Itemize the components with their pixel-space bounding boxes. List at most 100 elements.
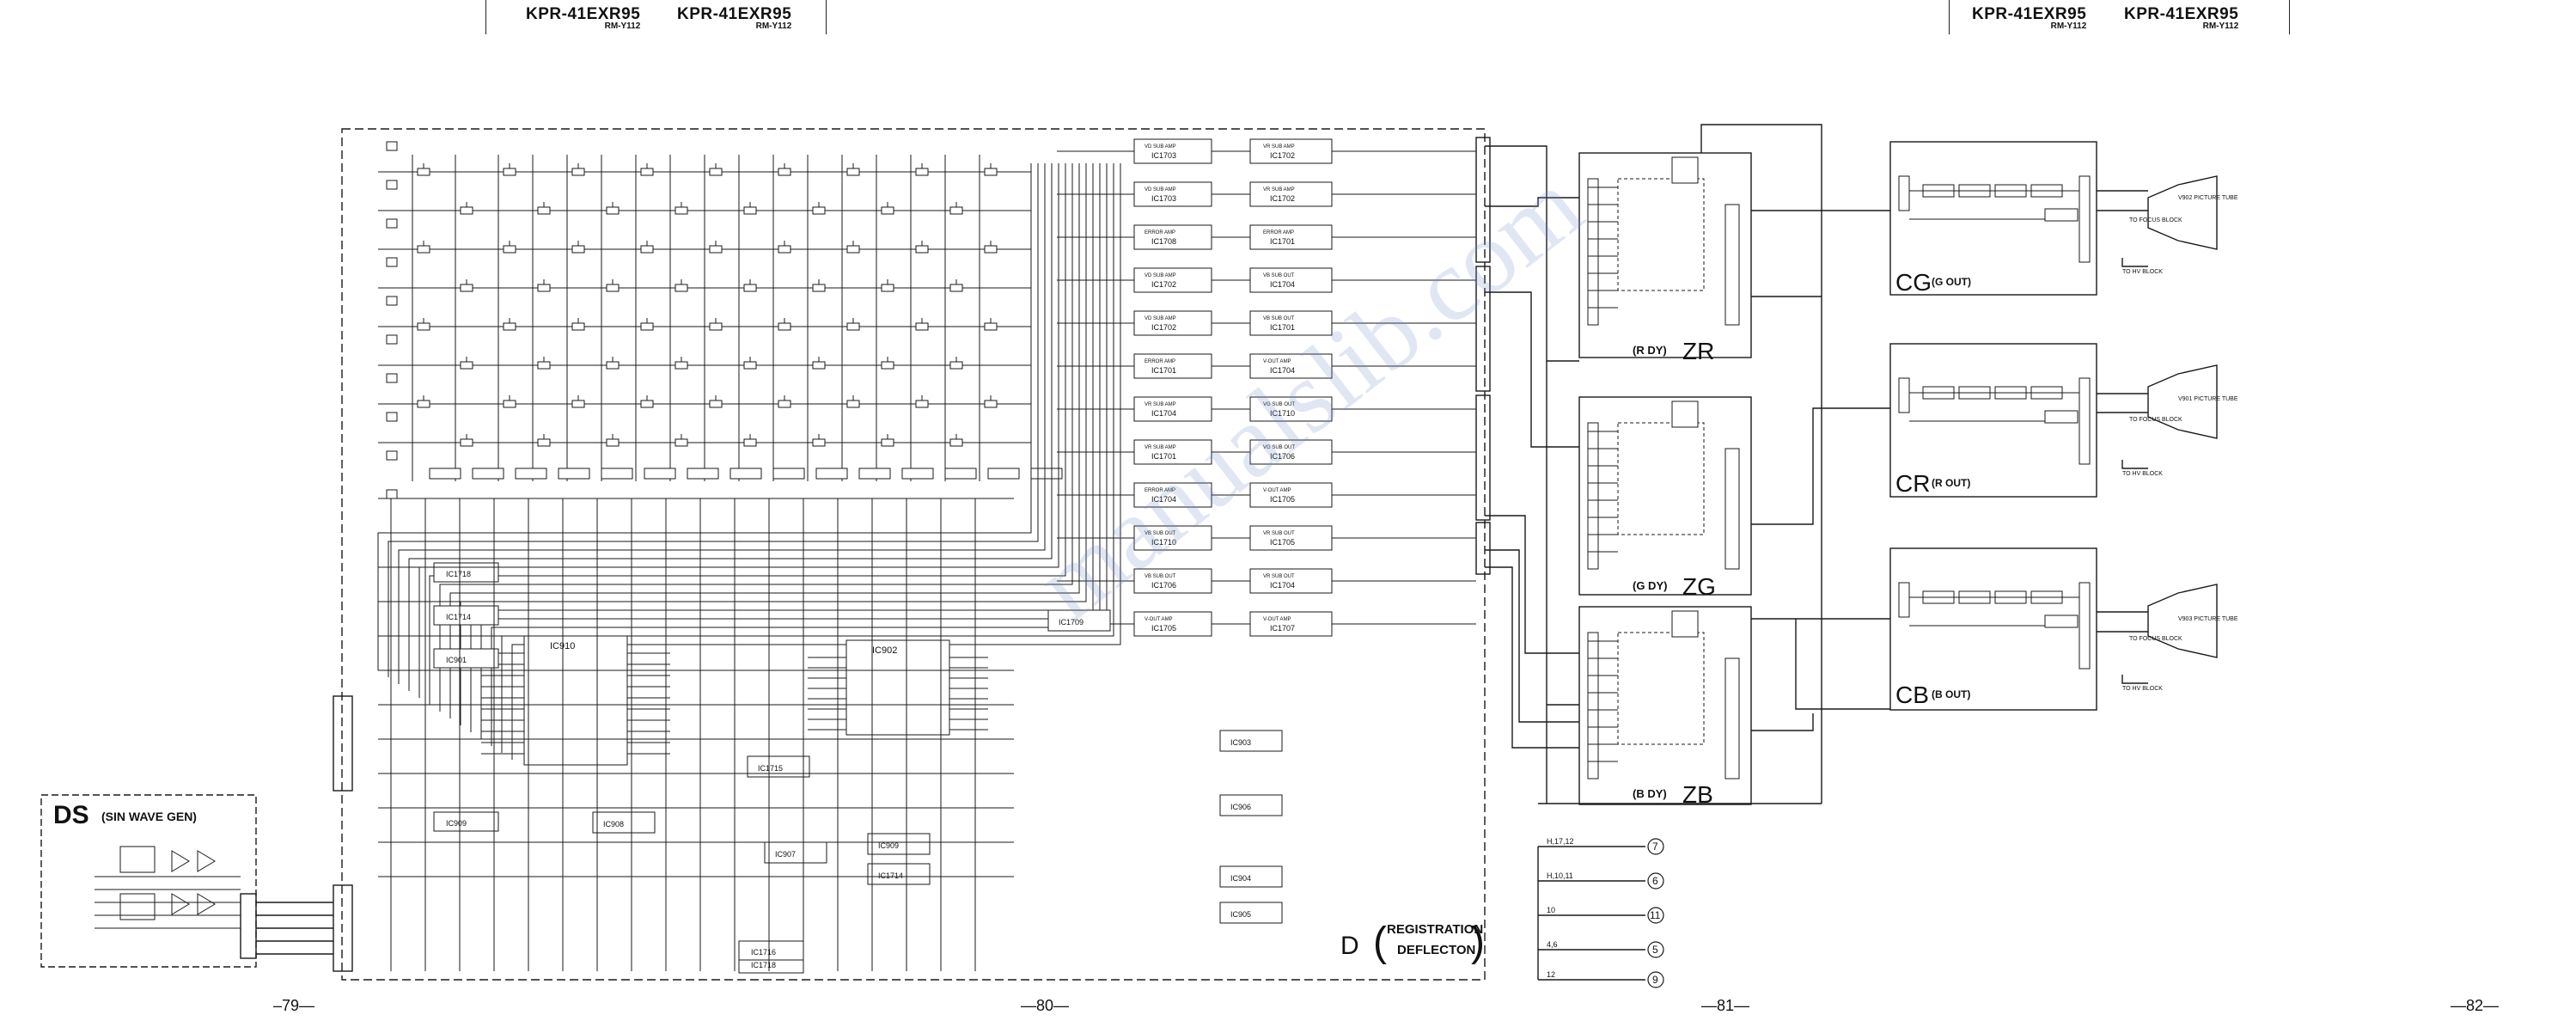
potentiometer <box>846 245 860 254</box>
ic-label: IC1704 <box>1270 280 1295 289</box>
potentiometer <box>640 400 654 408</box>
ic-label: IC1705 <box>1270 538 1295 547</box>
ic-block <box>1219 730 1283 752</box>
terminal <box>386 373 398 383</box>
cg-board-border <box>1889 141 2097 296</box>
potentiometer <box>675 361 688 370</box>
ic-label: IC1704 <box>1270 581 1295 590</box>
model-name: KPR-41EXR95 <box>677 5 792 23</box>
d-board-title: D <box>1340 932 1359 960</box>
potentiometer <box>537 438 551 447</box>
cr-board-sub: (R OUT) <box>1932 477 1970 489</box>
amp-block <box>433 811 499 832</box>
connector-num-4: 5 <box>1652 944 1658 956</box>
test-point <box>772 468 805 480</box>
connector-label-4: 4,6 <box>1547 940 1558 949</box>
tube-label-g: V902 PICTURE TUBE <box>2178 195 2238 201</box>
potentiometer <box>503 168 516 176</box>
picture-tube-r <box>2147 364 2218 439</box>
page-number-79: –79— <box>273 997 315 1014</box>
potentiometer <box>537 284 551 292</box>
ic-label: IC1714 <box>446 613 471 621</box>
ic-label: IC903 <box>1230 738 1251 747</box>
focus-label-g: TO FOCUS BLOCK <box>2129 217 2182 223</box>
connector-num-2: 6 <box>1652 875 1658 887</box>
amp-label: V-OUT AMP <box>1263 617 1291 622</box>
test-point <box>429 468 461 480</box>
potentiometer <box>675 206 688 215</box>
potentiometer <box>537 206 551 215</box>
header-box-left <box>485 0 827 34</box>
terminal <box>386 296 398 306</box>
potentiometer <box>417 245 430 254</box>
amp-label: ERROR AMP <box>1263 230 1294 235</box>
amp-block <box>1133 396 1212 422</box>
ic-label: IC1702 <box>1270 194 1295 203</box>
header-right-1: KPR-41EXR95 RM-Y112 <box>1972 5 2086 31</box>
cg-board-name: CG <box>1895 269 1932 296</box>
coil <box>1671 400 1699 428</box>
potentiometer <box>417 322 430 331</box>
potentiometer <box>812 206 826 215</box>
amp-label: VR SUB OUT <box>1263 574 1295 579</box>
cr-board-name: CR <box>1895 470 1930 497</box>
amp-label: VD SUB AMP <box>1145 273 1176 278</box>
ic-label: IC1709 <box>1059 618 1084 627</box>
wire <box>439 163 1073 712</box>
terminal <box>386 141 398 151</box>
opamp-symbol <box>197 893 216 915</box>
potentiometer <box>984 400 998 408</box>
terminal <box>386 334 398 345</box>
terminal <box>386 412 398 422</box>
dy-block <box>1617 422 1705 535</box>
amp-label: ERROR AMP <box>1145 230 1175 235</box>
ic-label: IC1710 <box>1151 538 1176 547</box>
potentiometer <box>881 438 894 447</box>
potentiometer <box>949 361 963 370</box>
potentiometer <box>640 322 654 331</box>
potentiometer <box>640 245 654 254</box>
potentiometer <box>778 168 791 176</box>
opamp-symbol <box>171 893 190 915</box>
potentiometer <box>606 284 620 292</box>
potentiometer <box>571 168 585 176</box>
ic-label: IC907 <box>775 850 796 859</box>
model-name: KPR-41EXR95 <box>526 5 641 23</box>
opamp <box>119 846 156 873</box>
ic-label: IC1706 <box>1151 581 1176 590</box>
potentiometer <box>984 168 998 176</box>
ic-label: IC1701 <box>1151 366 1176 375</box>
potentiometer <box>743 361 757 370</box>
ic-label: IC1710 <box>1270 409 1295 418</box>
ic-label: IC909 <box>446 819 467 828</box>
zb-board-label: (B DY) <box>1633 787 1667 800</box>
zr-board-border <box>1578 152 1752 358</box>
amp-label: VB SUB OUT <box>1263 273 1295 278</box>
potentiometer <box>606 361 620 370</box>
zb-board-name: ZB <box>1682 781 1713 808</box>
potentiometer <box>460 206 473 215</box>
wire <box>470 163 1094 732</box>
header-box-right <box>1949 0 2290 34</box>
potentiometer <box>915 168 929 176</box>
potentiometer <box>846 400 860 408</box>
ic-label: IC905 <box>1230 910 1251 919</box>
ic-label: IC1714 <box>878 871 903 880</box>
ic-block <box>867 833 931 855</box>
amp-label: VD SUB AMP <box>1145 187 1176 193</box>
potentiometer <box>812 361 826 370</box>
ic-block <box>1219 865 1283 888</box>
test-point <box>515 468 547 480</box>
wire <box>388 163 1039 677</box>
ic-label: IC1718 <box>751 961 776 969</box>
dy-block <box>1617 632 1705 745</box>
potentiometer <box>743 206 757 215</box>
test-point <box>558 468 590 480</box>
ds-board-title: DS <box>53 801 89 829</box>
connector-num-1: 7 <box>1652 841 1658 853</box>
amp-label: VR SUB AMP <box>1145 445 1176 450</box>
amp-label: ERROR AMP <box>1145 488 1175 493</box>
connector <box>1724 204 1740 326</box>
transistor-block <box>2044 614 2079 628</box>
